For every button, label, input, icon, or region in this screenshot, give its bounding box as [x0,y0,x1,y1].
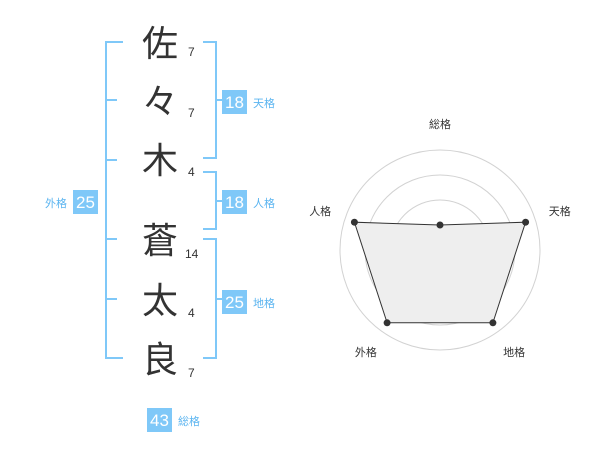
name-char-3: 木 [142,141,178,182]
jinkaku-bracket [203,171,223,230]
jinkaku-value: 18 [225,193,244,212]
gaikaku-bracket [105,41,123,359]
gaikaku-badge: 25 外格 [45,190,98,214]
soukaku-label: 総格 [178,414,200,428]
gaikaku-label: 外格 [45,196,67,210]
stroke-count-2: 7 [188,106,195,120]
chikaku-bracket [203,238,223,359]
name-char-4: 蒼 [142,221,178,262]
name-char-2: 々 [142,82,178,123]
radar-axis-label-1: 総格 [429,117,451,131]
tenkaku-label: 天格 [253,96,275,110]
radar-ring-4 [339,149,541,351]
radar-points [350,218,530,327]
chikaku-badge: 25 地格 [222,290,275,314]
tenkaku-badge: 18 天格 [222,90,275,114]
stroke-count-6: 7 [188,366,195,380]
stroke-count-1: 7 [188,45,195,59]
radar-axis-label-5: 人格 [309,204,331,218]
radar-axis-label-2: 天格 [549,204,571,218]
radar-point-5 [350,218,358,226]
radar-polygon [353,221,527,324]
stroke-count-4: 14 [185,247,199,261]
chikaku-value: 25 [225,293,244,312]
soukaku-value: 43 [150,411,169,430]
tenkaku-value: 18 [225,93,244,112]
soukaku-badge: 43 総格 [147,408,200,432]
stroke-count-3: 4 [188,165,195,179]
chikaku-label: 地格 [253,296,275,310]
radar-axis-label-3: 地格 [503,345,525,359]
radar-point-4 [383,319,391,327]
radar-axis-label-4: 外格 [355,345,377,359]
jinkaku-label: 人格 [253,196,275,210]
gaikaku-value: 25 [76,193,95,212]
radar-point-3 [489,319,497,327]
name-char-5: 太 [142,281,178,322]
radar-point-2 [522,218,530,226]
jinkaku-badge: 18 人格 [222,190,275,214]
tenkaku-bracket [203,41,223,159]
stroke-count-5: 4 [188,306,195,320]
name-char-1: 佐 [142,24,178,65]
name-char-6: 良 [142,340,178,381]
radar-point-1 [436,221,444,229]
